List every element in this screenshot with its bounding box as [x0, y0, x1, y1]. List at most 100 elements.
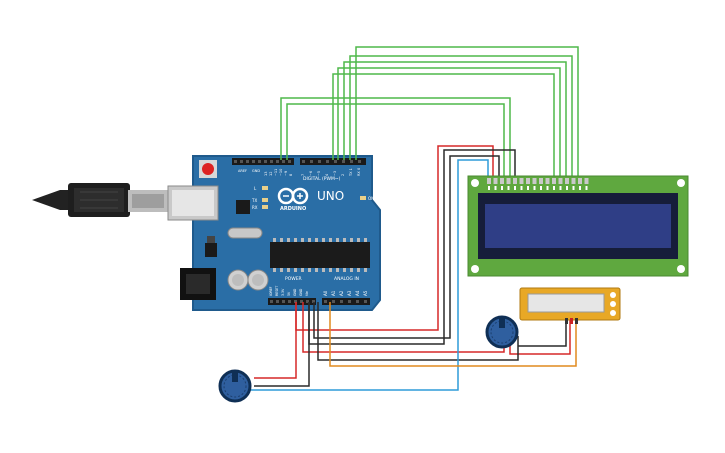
digital-pin-label: ~11	[274, 169, 278, 176]
lcd-pin[interactable]	[571, 178, 576, 184]
digital-label: DIGITAL (PWM~)	[303, 176, 341, 182]
digital-pin-label: ~5	[317, 171, 321, 176]
reset-button-cap[interactable]	[202, 163, 214, 175]
wire-black[interactable]	[254, 302, 310, 387]
wire-orange[interactable]	[329, 302, 577, 367]
lcd-pin[interactable]	[500, 178, 504, 184]
potentiometer-icon[interactable]	[485, 315, 519, 349]
sensor-window	[527, 293, 605, 313]
digital-pin-label: ~9	[284, 171, 288, 176]
wire-red[interactable]	[254, 302, 297, 379]
header-holes	[234, 160, 367, 303]
analog-pin-label: A3	[347, 290, 352, 296]
wire-blue[interactable]	[236, 159, 489, 391]
usb-cable-icon[interactable]	[32, 183, 168, 217]
usb-chip	[236, 200, 250, 214]
led-tx	[262, 198, 268, 202]
mount-hole	[677, 265, 685, 273]
on-label: ON	[368, 196, 374, 201]
lcd-pin[interactable]	[519, 178, 524, 184]
wires[interactable]	[236, 46, 579, 391]
wire-green[interactable]	[349, 55, 573, 178]
digital-pin-label: TX 1	[349, 168, 353, 177]
lcd-pin[interactable]	[493, 178, 498, 184]
digital-pin-label: 12	[269, 172, 273, 176]
potentiometer-icon[interactable]	[218, 369, 252, 403]
lcd-pin[interactable]	[539, 178, 543, 184]
power-pin-label: IOREF	[269, 286, 273, 296]
digital-header-left[interactable]	[232, 158, 294, 165]
digital-pin-label: 2	[341, 174, 345, 176]
sensor-hole	[610, 310, 616, 316]
wire-green[interactable]	[332, 73, 555, 178]
wire-black[interactable]	[313, 155, 500, 339]
led-l	[262, 186, 268, 190]
led-on	[360, 196, 366, 200]
mount-hole	[471, 179, 479, 187]
wire-black[interactable]	[317, 302, 519, 361]
board-pcb	[192, 155, 381, 311]
power-pin-label: RESET	[275, 286, 279, 296]
lcd-pin[interactable]	[545, 178, 550, 184]
wire-green[interactable]	[286, 103, 505, 178]
sensor-hole	[610, 301, 616, 307]
lcd-screen	[485, 204, 671, 248]
analog-pin-label: A5	[363, 290, 368, 296]
lcd-pins[interactable]	[487, 178, 589, 190]
chip-pins	[273, 238, 367, 272]
analog-header[interactable]	[322, 298, 370, 305]
lcd-pin[interactable]	[584, 178, 589, 184]
lcd-pin[interactable]	[526, 178, 530, 184]
wire-red[interactable]	[509, 318, 571, 355]
led-rx	[262, 205, 268, 209]
crystal	[227, 227, 263, 239]
power-label: POWER	[285, 276, 302, 282]
sensor-hole	[610, 292, 616, 298]
lcd-pin[interactable]	[532, 178, 537, 184]
lcd-pin[interactable]	[487, 178, 491, 184]
digital-pin-label: 13	[264, 172, 268, 176]
lcd-pin[interactable]	[513, 178, 517, 184]
lcd-pin[interactable]	[506, 178, 511, 184]
lcd-icon[interactable]	[467, 175, 689, 277]
lcd-pin[interactable]	[552, 178, 556, 184]
power-pin-label: 3.3V	[281, 288, 285, 296]
analog-pin-label: A0	[323, 290, 328, 296]
mount-hole	[677, 179, 685, 187]
lcd-pin[interactable]	[558, 178, 563, 184]
rx-label: RX	[252, 205, 258, 210]
arduino-logo-icon	[277, 187, 309, 205]
digital-pin-label: 8	[289, 174, 293, 176]
power-pin-label: 5V	[287, 291, 291, 296]
model-label: UNO	[317, 189, 344, 203]
wire-green[interactable]	[337, 67, 561, 178]
power-pin-label: GND	[299, 288, 303, 296]
digital-pin-label: 7	[301, 174, 305, 176]
atmega-chip	[270, 242, 370, 268]
wire-green[interactable]	[343, 61, 567, 178]
wire-black[interactable]	[518, 318, 567, 347]
power-pin-label: Vin	[305, 291, 309, 296]
power-header[interactable]	[268, 298, 316, 305]
digital-pin-label: ~3	[333, 171, 337, 176]
lcd-pin[interactable]	[578, 178, 582, 184]
wire-green[interactable]	[280, 97, 511, 178]
wire-green[interactable]	[355, 46, 579, 178]
lcd-pin[interactable]	[565, 178, 569, 184]
power-pin-label: GND	[293, 288, 297, 296]
digital-pin-label: ~6	[309, 171, 313, 176]
digital-header-right[interactable]	[300, 158, 366, 165]
digital-pin-label: ~10	[279, 169, 283, 176]
analog-pin-label: A2	[339, 290, 344, 296]
temperature-sensor-icon[interactable]	[519, 287, 621, 324]
digital-pin-label: 4	[325, 173, 329, 176]
aref-label: AREF	[238, 169, 247, 173]
analog-pin-label: A1	[331, 290, 336, 296]
mount-hole	[471, 265, 479, 273]
l-label: L	[254, 186, 257, 191]
digital-pin-label: RX 0	[357, 168, 361, 176]
